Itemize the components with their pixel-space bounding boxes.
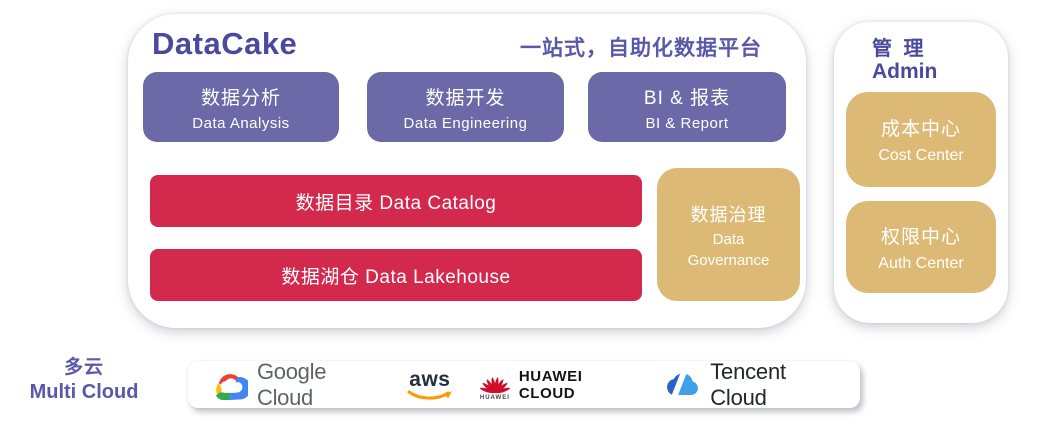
block-data-lakehouse: 数据湖仓 Data Lakehouse — [150, 249, 642, 301]
platform-subtitle: 一站式，自助化数据平台 — [520, 37, 762, 60]
block-label-en: Governance — [687, 251, 770, 269]
block-data-catalog: 数据目录 Data Catalog — [150, 175, 642, 227]
block-label-zh: 数据治理 — [690, 204, 767, 225]
block-label-zh: 数据开发 — [425, 87, 506, 109]
block-label-zh: 数据分析 — [200, 87, 281, 109]
cloud-providers-bar: Google Cloud aws — [188, 359, 860, 411]
aws-smile-icon — [407, 390, 453, 401]
block-label-en: Data Analysis — [192, 114, 290, 132]
block-label-en: Data Engineering — [403, 114, 528, 132]
block-data-engineering: 数据开发 Data Engineering — [367, 72, 564, 142]
block-bi-report: BI & 报表 BI & Report — [588, 72, 786, 142]
huawei-logo: HUAWEI — [479, 369, 510, 401]
block-label-en: Data — [712, 230, 745, 248]
provider-aws: aws — [407, 369, 453, 401]
block-data-governance: 数据治理 Data Governance — [657, 168, 800, 301]
block-label-zh: 成本中心 — [880, 119, 961, 140]
block-label-en: Auth Center — [878, 254, 964, 272]
huawei-flower-icon — [479, 369, 510, 394]
block-label-en: Cost Center — [878, 147, 964, 164]
admin-title-en: Admin — [872, 60, 938, 83]
provider-tencent-cloud: Tencent Cloud — [663, 359, 840, 411]
google-cloud-wordmark: Google Cloud — [257, 358, 327, 410]
multi-cloud-label-en: Multi Cloud — [29, 380, 139, 403]
huawei-icon-caption: HUAWEI — [479, 394, 510, 401]
huawei-cloud-wordmark: HUAWEI CLOUD — [518, 367, 583, 402]
aws-wordmark: aws — [409, 367, 451, 391]
admin-title-zh: 管 理 — [872, 38, 927, 60]
tencent-cloud-wordmark: Tencent Cloud — [710, 358, 786, 410]
provider-huawei-cloud: HUAWEI HUAWEI CLOUD — [479, 367, 636, 402]
datacake-panel: DataCake 一站式，自助化数据平台 数据分析 Data Analysis … — [128, 14, 806, 328]
block-label-zh: BI & 报表 — [643, 87, 731, 109]
block-data-analysis: 数据分析 Data Analysis — [143, 72, 339, 142]
admin-panel: 管 理 Admin 成本中心 Cost Center 权限中心 Auth Cen… — [834, 22, 1008, 323]
multi-cloud-label-zh: 多云 — [63, 357, 104, 378]
block-label-zh: 权限中心 — [880, 226, 961, 248]
provider-google-cloud: Google Cloud — [208, 359, 380, 411]
tencent-cloud-icon — [663, 370, 701, 400]
platform-title: DataCake — [152, 26, 298, 61]
block-label-en: BI & Report — [645, 114, 729, 132]
layer-label: 数据目录 Data Catalog — [295, 192, 497, 214]
block-auth-center: 权限中心 Auth Center — [846, 201, 996, 293]
google-cloud-icon — [208, 369, 248, 401]
multi-cloud-label: 多云 Multi Cloud — [8, 357, 160, 404]
admin-title: 管 理 Admin — [872, 38, 937, 83]
layer-label: 数据湖仓 Data Lakehouse — [281, 266, 511, 288]
block-cost-center: 成本中心 Cost Center — [846, 92, 996, 187]
